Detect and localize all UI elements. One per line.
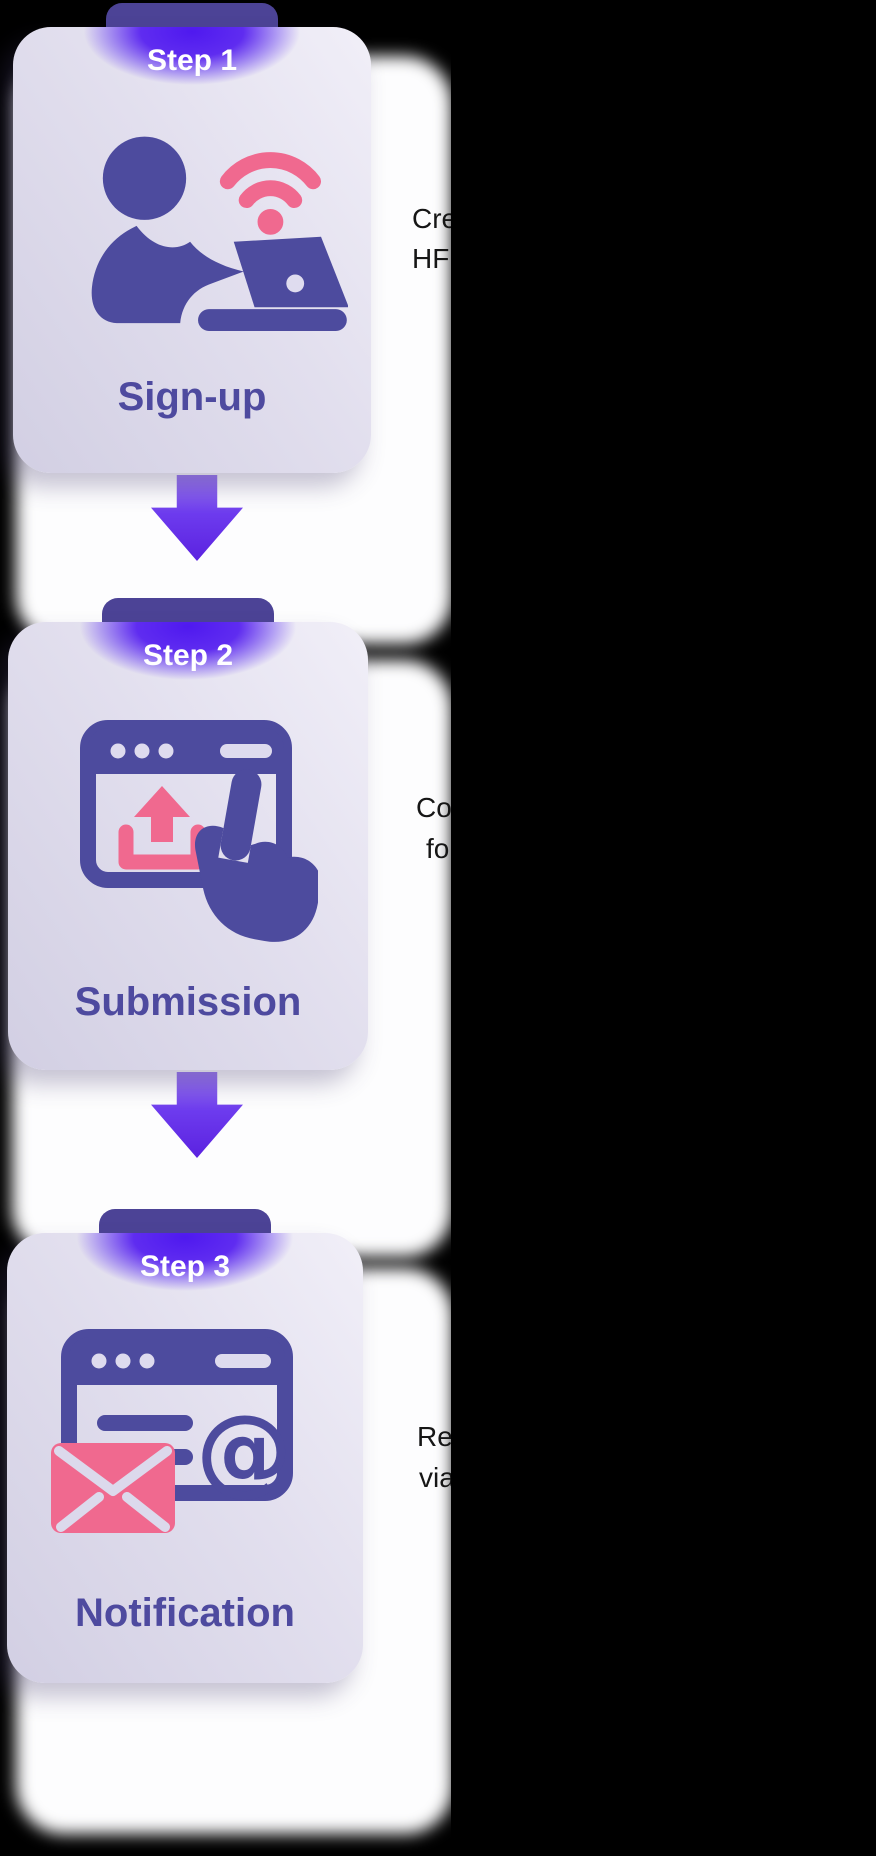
step-1-description-line: Cre — [412, 203, 458, 234]
step-1-description-line: HF — [412, 243, 450, 274]
step-3-title: Notification — [75, 1591, 295, 1635]
step-3-description-line: Re — [417, 1421, 453, 1452]
browser-upload-click-icon — [80, 720, 318, 942]
step-3-description-line: via — [419, 1462, 455, 1493]
step-2-description-line: fo — [426, 833, 450, 864]
step-1-card: Step 1 Sign-up — [13, 27, 371, 473]
svg-text:@: @ — [196, 1394, 292, 1506]
step-2-card: Step 2 Submission — [8, 622, 368, 1070]
person-laptop-wifi-icon — [91, 136, 348, 331]
step-1-title: Sign-up — [117, 375, 267, 419]
step-1-badge: Step 1 — [62, 27, 322, 142]
step-1-section: Step 1 Sign-up — [13, 3, 371, 473]
right-crop-overlay — [451, 0, 876, 1856]
step-3-badge: Step 3 — [55, 1233, 315, 1348]
step-2-title: Submission — [74, 980, 302, 1024]
step-2-section: Step 2 Submission — [8, 598, 368, 1070]
browser-email-at-icon: @ — [51, 1329, 293, 1533]
step-2-badge: Step 2 — [58, 622, 318, 737]
step-2-description-line: Co — [416, 792, 452, 823]
step-3-section: Step 3 @ Notification — [7, 1209, 363, 1683]
step-3-card: Step 3 @ Notification — [7, 1233, 363, 1683]
